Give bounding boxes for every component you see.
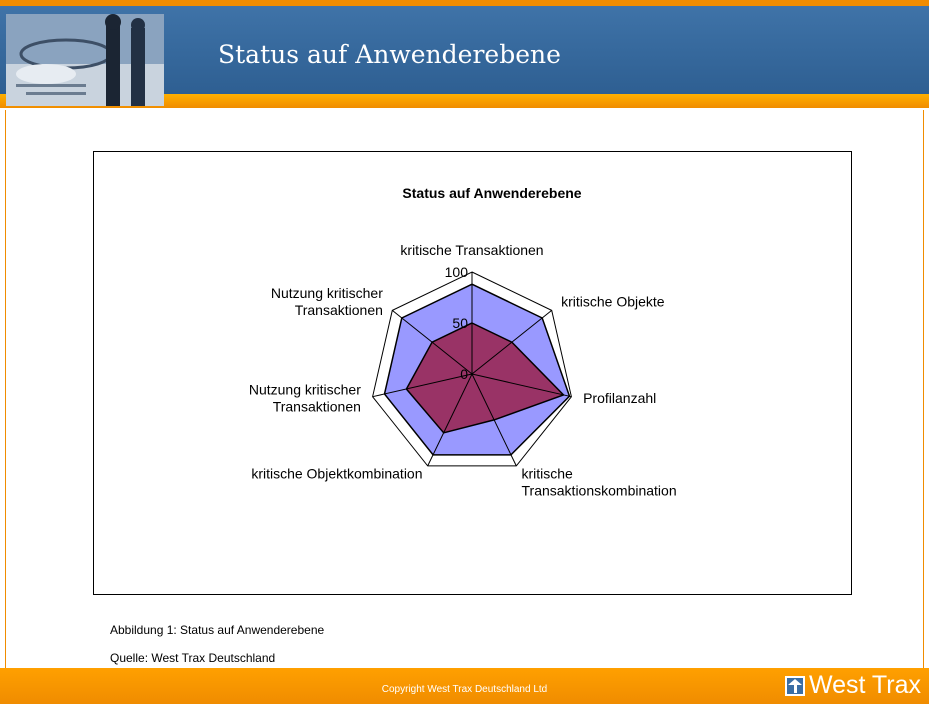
figure-caption: Abbildung 1: Status auf Anwenderebene: [110, 623, 325, 637]
west-trax-logo-icon: [784, 675, 805, 696]
footer: Copyright West Trax Deutschland Ltd West…: [0, 668, 929, 704]
radar-category-label: kritische Transaktionen: [400, 242, 543, 258]
radar-spoke: [372, 373, 473, 398]
header-top-line: [0, 0, 929, 6]
header-bottom-line: [0, 94, 929, 108]
left-rule: [5, 110, 6, 668]
header: Status auf Anwenderebene: [0, 0, 929, 110]
radar-tick-label: 0: [460, 366, 468, 382]
chart-frame: Status auf Anwenderebene 0 50 100 kritische …: [93, 151, 852, 595]
radar-category-label: Profilanzahl: [583, 390, 656, 406]
right-rule: [923, 110, 924, 668]
radar-spoke: [471, 373, 517, 467]
radar-tick-label: 100: [445, 264, 469, 280]
radar-category-label: kritische Objektkombination: [251, 466, 422, 482]
radar-spoke: [391, 310, 473, 375]
copyright-text: Copyright West Trax Deutschland Ltd: [381, 684, 548, 695]
brand: West Trax: [784, 671, 921, 700]
radar-spoke: [427, 373, 473, 467]
radar-spoke: [471, 310, 553, 375]
header-photo-image: [6, 14, 164, 106]
slide-title: Status auf Anwenderebene: [218, 40, 561, 69]
radar-grid-outer: [372, 271, 572, 467]
radar-chart: Status auf Anwenderebene 0 50 100 kritische …: [249, 185, 677, 499]
radar-category-label: kritische Objekte: [561, 293, 665, 309]
radar-spoke: [471, 373, 572, 398]
brand-name: West Trax: [808, 671, 921, 699]
chart-title: Status auf Anwenderebene: [402, 185, 581, 201]
radar-series-2: [405, 322, 565, 434]
source-caption: Quelle: West Trax Deutschland: [110, 651, 276, 665]
radar-tick-label: 50: [452, 315, 468, 331]
